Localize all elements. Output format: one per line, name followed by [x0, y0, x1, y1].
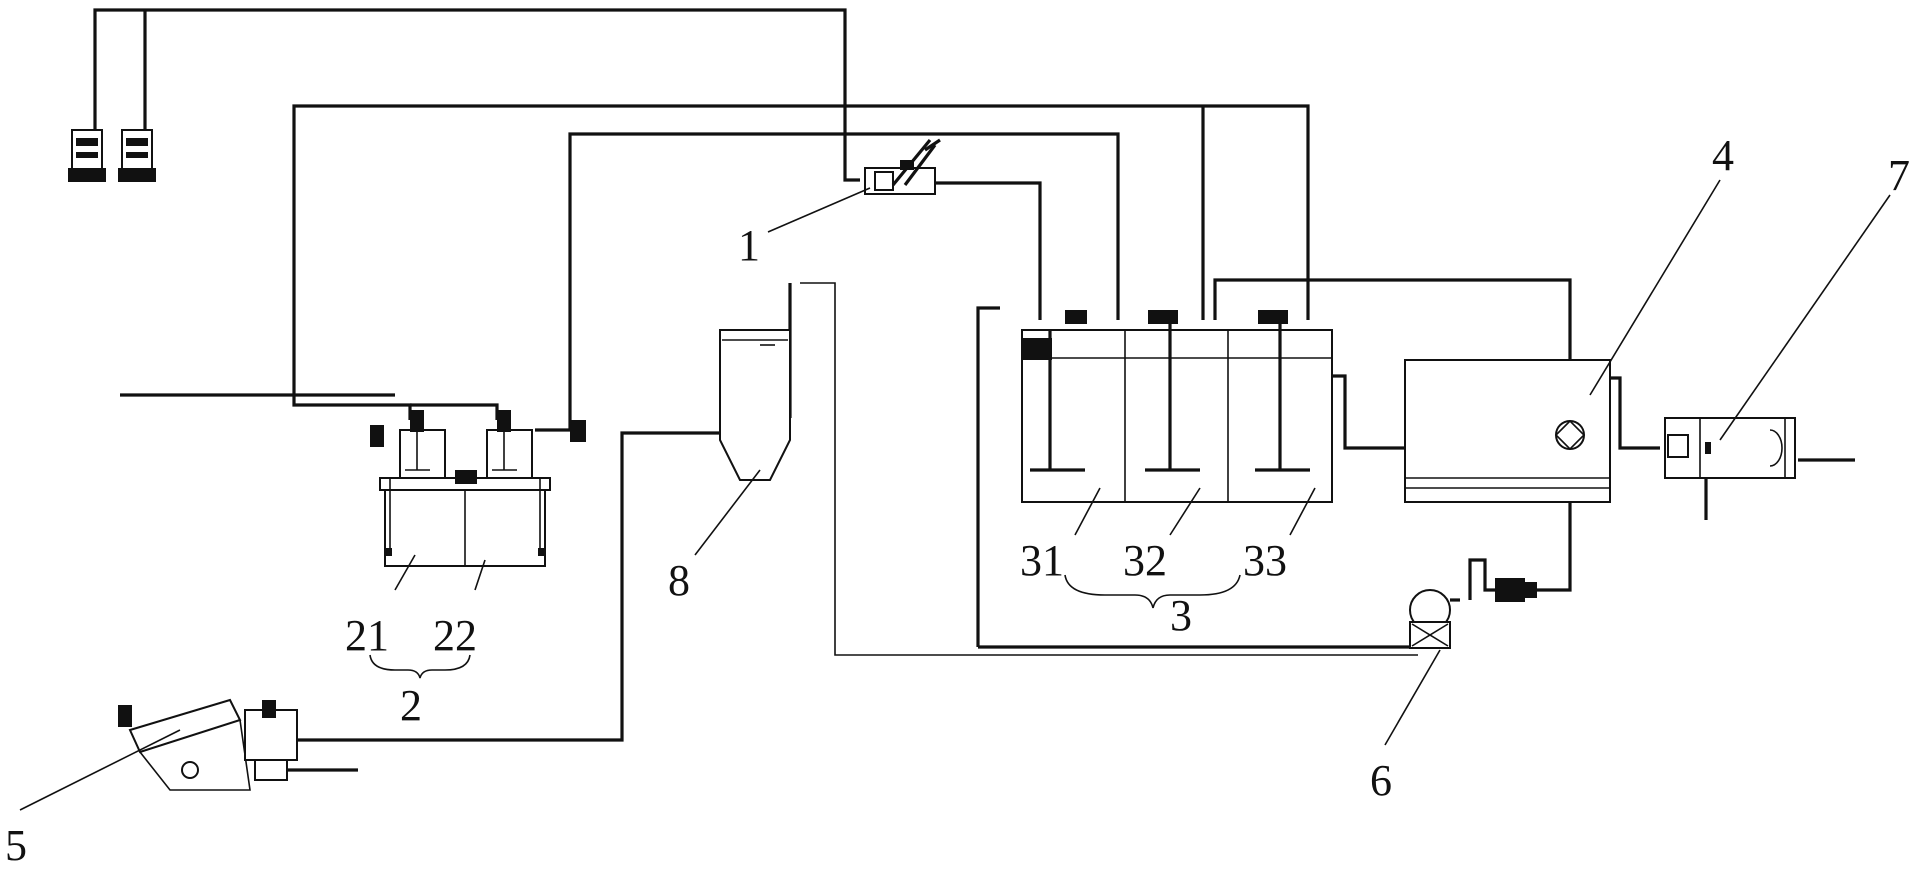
label-22: 22: [433, 611, 477, 660]
reaction-tank-3: [1021, 310, 1333, 503]
dosing-device-1: [864, 138, 941, 195]
label-4: 4: [1712, 131, 1734, 180]
label-33: 33: [1243, 536, 1287, 585]
label-8: 8: [668, 556, 690, 605]
brace-3: [1064, 574, 1241, 609]
pipe-network: [93, 8, 1855, 772]
submersible-pump-left: [68, 129, 106, 182]
label-5: 5: [5, 821, 27, 870]
label-6: 6: [1370, 756, 1392, 805]
leader-lines: [19, 179, 1891, 811]
label-3: 3: [1170, 591, 1192, 640]
label-31: 31: [1020, 536, 1064, 585]
label-2: 2: [400, 681, 422, 730]
label-32: 32: [1123, 536, 1167, 585]
label-1: 1: [738, 221, 760, 270]
submersible-pump-right: [118, 129, 156, 182]
filter-7: [1664, 417, 1796, 479]
label-21: 21: [345, 611, 389, 660]
brace-2: [369, 654, 471, 679]
sludge-hopper-8: [719, 329, 791, 481]
dewatering-unit-5: [118, 698, 298, 791]
clarifier-tank-4: [1404, 359, 1611, 503]
label-7: 7: [1888, 151, 1910, 200]
mixing-tank-2: [370, 410, 586, 567]
sludge-pump-6: [1409, 578, 1537, 649]
